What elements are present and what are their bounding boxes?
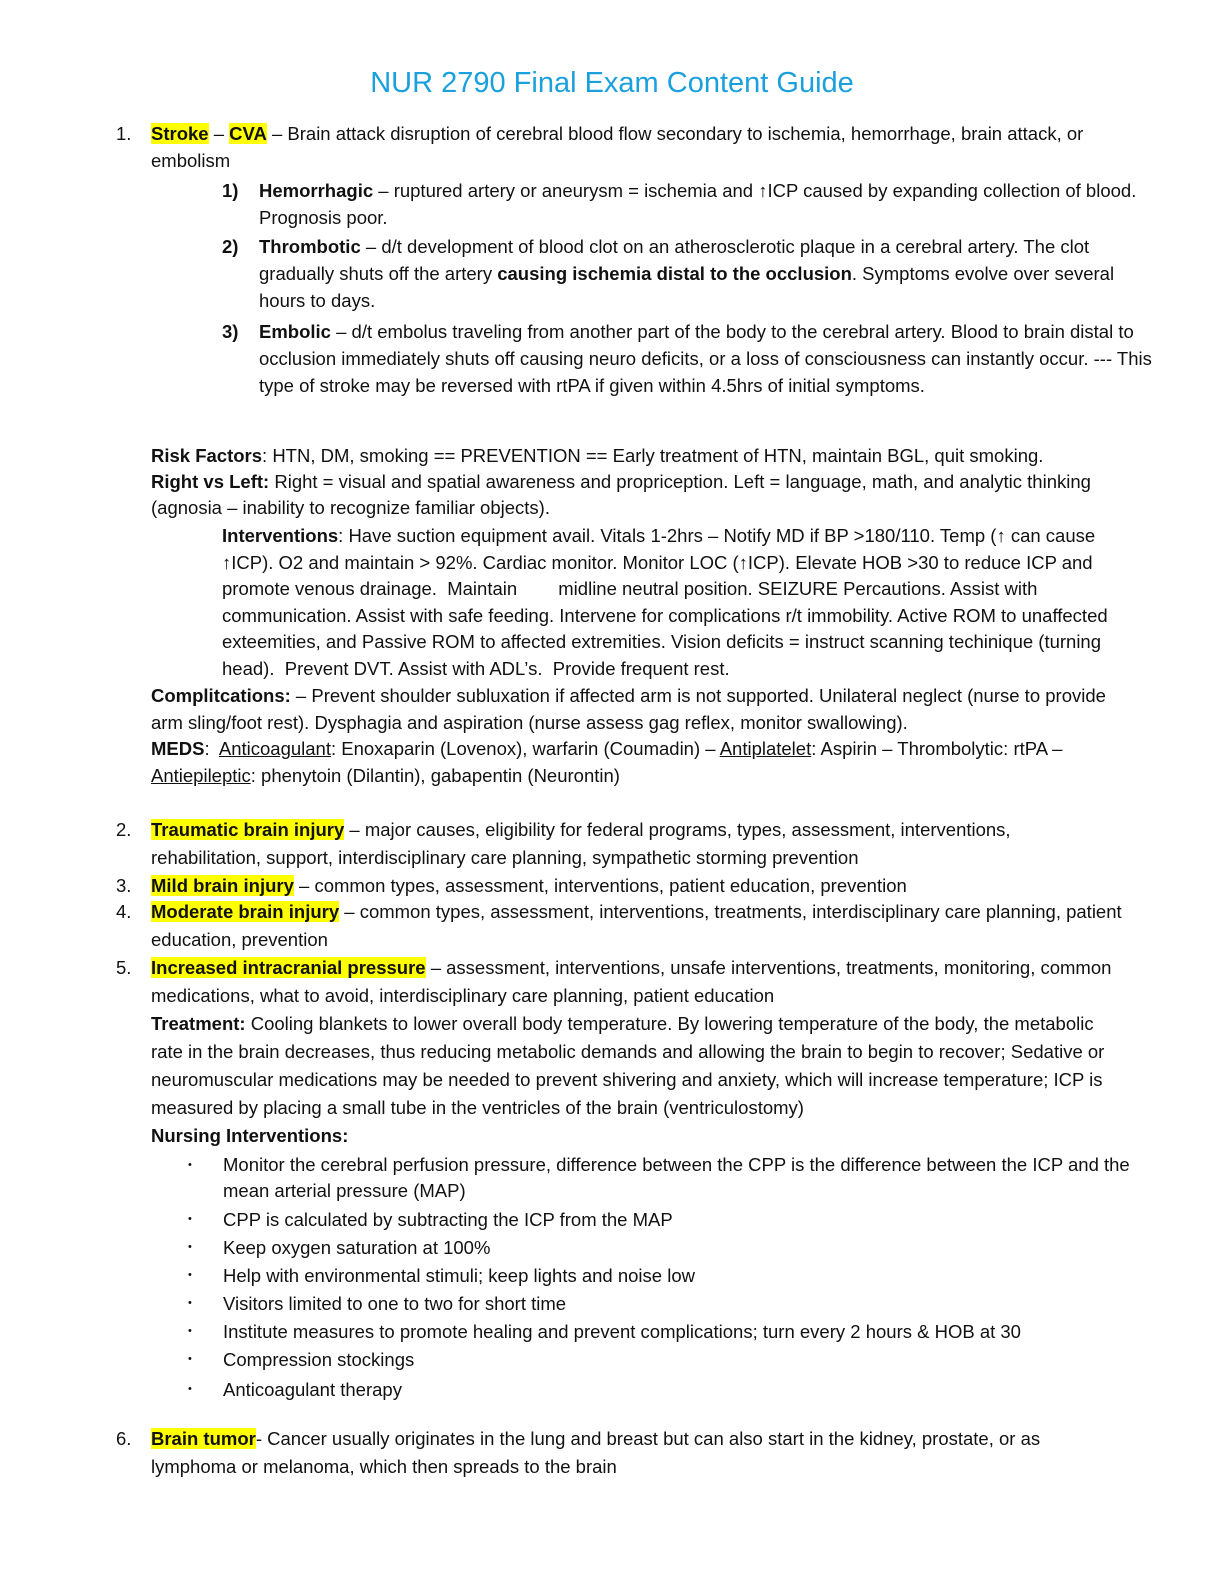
item-text: – major causes, eligibility for federal …	[151, 819, 1011, 868]
page-title: NUR 2790 Final Exam Content Guide	[370, 67, 854, 99]
bullet-icon: •	[188, 1213, 192, 1225]
interventions-text: : Have suction equipment avail. Vitals 1…	[222, 525, 1113, 679]
right-vs-left-label: Right vs Left:	[151, 471, 270, 492]
subitem-number: 1)	[222, 180, 239, 201]
meds-colon: :	[204, 738, 219, 759]
complications-text: – Prevent shoulder subluxation if affect…	[151, 685, 1106, 733]
subitem-bold-text: causing ischemia distal to the occlusion	[497, 263, 852, 284]
item-number: 2.	[116, 819, 132, 840]
meds-text: : Enoxaparin (Lovenox), warfarin (Coumad…	[330, 738, 720, 759]
item-number: 6.	[116, 1428, 132, 1449]
highlight-moderate: Moderate brain injury	[151, 901, 340, 922]
item-icp: Increased intracranial pressure – assess…	[151, 954, 1126, 1150]
bullet-icon: •	[188, 1159, 192, 1171]
item-mild-brain-injury: Mild brain injury – common types, assess…	[151, 872, 1141, 899]
subitem-text: – ruptured artery or aneurysm = ischemia…	[259, 180, 1137, 228]
meds-text: : phenytoin (Dilantin), gabapentin (Neur…	[250, 764, 620, 786]
item-stroke: Stroke – CVA – Brain attack disruption o…	[151, 120, 1141, 174]
treatment-label: Treatment:	[151, 1013, 246, 1034]
bullet-item: Compression stockings	[223, 1349, 415, 1370]
meds-label: MEDS	[151, 738, 205, 759]
item-text: – assessment, interventions, unsafe inte…	[151, 957, 1112, 1006]
meds-category: Antiepileptic	[151, 764, 251, 786]
subitem-number: 3)	[222, 321, 239, 342]
subitem-heading: Hemorrhagic	[259, 180, 374, 201]
separator: –	[208, 123, 230, 144]
highlight-tbi: Traumatic brain injury	[151, 819, 345, 840]
bullet-item: Anticoagulant therapy	[223, 1379, 402, 1400]
item-number: 1.	[116, 123, 132, 144]
subitem-text: – d/t development of blood clot on an at…	[259, 236, 1090, 284]
nursing-interventions-label: Nursing Interventions:	[151, 1125, 349, 1146]
subitem-embolic: 3) Embolic – d/t embolus traveling from …	[222, 318, 1152, 399]
subitem-heading: Embolic	[259, 321, 331, 342]
item-number: 4.	[116, 901, 132, 922]
highlight-stroke: Stroke	[151, 123, 209, 144]
highlight-cva: CVA	[229, 123, 267, 144]
bullet-icon: •	[188, 1241, 192, 1253]
bullet-item: Visitors limited to one to two for short…	[223, 1293, 567, 1314]
item-moderate-brain-injury: Moderate brain injury – common types, as…	[151, 898, 1141, 954]
bullet-item: Keep oxygen saturation at 100%	[223, 1237, 491, 1258]
treatment-text: Cooling blankets to lower overall body t…	[151, 1013, 1105, 1118]
item-number: 5.	[116, 957, 132, 978]
bullet-icon: •	[188, 1325, 192, 1337]
interventions-label: Interventions	[222, 525, 339, 546]
interventions: Interventions: Have suction equipment av…	[222, 523, 1142, 683]
bullet-icon: •	[188, 1353, 192, 1365]
subitem-number: 2)	[222, 236, 239, 257]
item-tbi: Traumatic brain injury – major causes, e…	[151, 816, 1081, 872]
bullet-item: Help with environmental stimuli; keep li…	[223, 1265, 695, 1286]
item-number: 3.	[116, 875, 132, 896]
subitem-heading: Thrombotic	[259, 236, 361, 257]
highlight-mild: Mild brain injury	[151, 875, 294, 896]
item-text: – common types, assessment, intervention…	[293, 875, 907, 896]
risk-text: : HTN, DM, smoking == PREVENTION == Earl…	[262, 445, 1044, 466]
risk-factors: Risk Factors: HTN, DM, smoking == PREVEN…	[151, 443, 1111, 521]
meds-text: : Aspirin – Thrombolytic: rtPA –	[811, 738, 1063, 759]
meds-category: Anticoagulant	[218, 738, 331, 759]
subitem-text: – d/t embolus traveling from another par…	[259, 321, 1152, 396]
highlight-icp: Increased intracranial pressure	[151, 957, 426, 978]
right-vs-left-text: Right = visual and spatial awareness and…	[151, 471, 1091, 518]
bullet-item: CPP is calculated by subtracting the ICP…	[223, 1209, 673, 1230]
subitem-hemorrhagic: 1) Hemorrhagic – ruptured artery or aneu…	[222, 177, 1152, 231]
item-brain-tumor: Brain tumor- Cancer usually originates i…	[151, 1425, 1111, 1481]
meds-category: Antiplatelet	[719, 738, 812, 759]
highlight-brain-tumor: Brain tumor	[151, 1428, 256, 1449]
bullet-icon: •	[188, 1269, 192, 1281]
risk-label: Risk Factors	[151, 445, 263, 466]
complications: Complitcations: – Prevent shoulder sublu…	[151, 683, 1141, 789]
bullet-icon: •	[188, 1297, 192, 1309]
complications-label: Complitcations:	[151, 685, 291, 706]
item-text: - Cancer usually originates in the lung …	[151, 1428, 1041, 1477]
item-text: – common types, assessment, intervention…	[151, 901, 1122, 950]
bullet-icon: •	[188, 1383, 192, 1395]
bullet-item: Institute measures to promote healing an…	[223, 1321, 1021, 1342]
bullet-item: Monitor the cerebral perfusion pressure,…	[223, 1154, 1130, 1201]
subitem-thrombotic: 2) Thrombotic – d/t development of blood…	[222, 233, 1152, 314]
subitem-text: . Symptoms evolve over several hours to …	[259, 263, 1115, 311]
item-text: – Brain attack disruption of cerebral bl…	[151, 123, 1084, 171]
